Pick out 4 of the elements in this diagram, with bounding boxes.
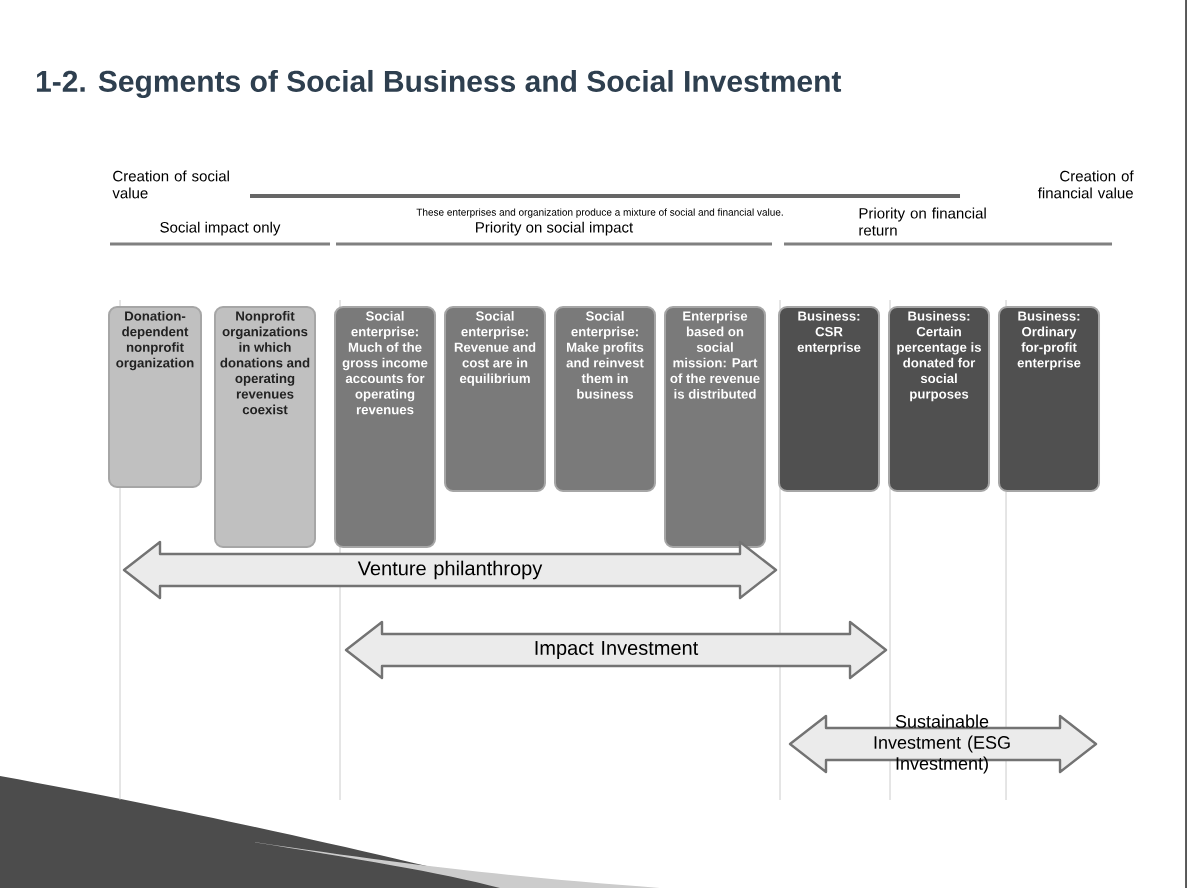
- double-arrow-band: Sustainable Investment (ESG Investment): [788, 714, 1098, 774]
- double-arrow-band: Impact Investment: [344, 620, 888, 680]
- title: 1-2. Segments of Social Business and Social Investment: [36, 69, 842, 99]
- double-arrow-band: Venture philanthropy: [122, 540, 778, 600]
